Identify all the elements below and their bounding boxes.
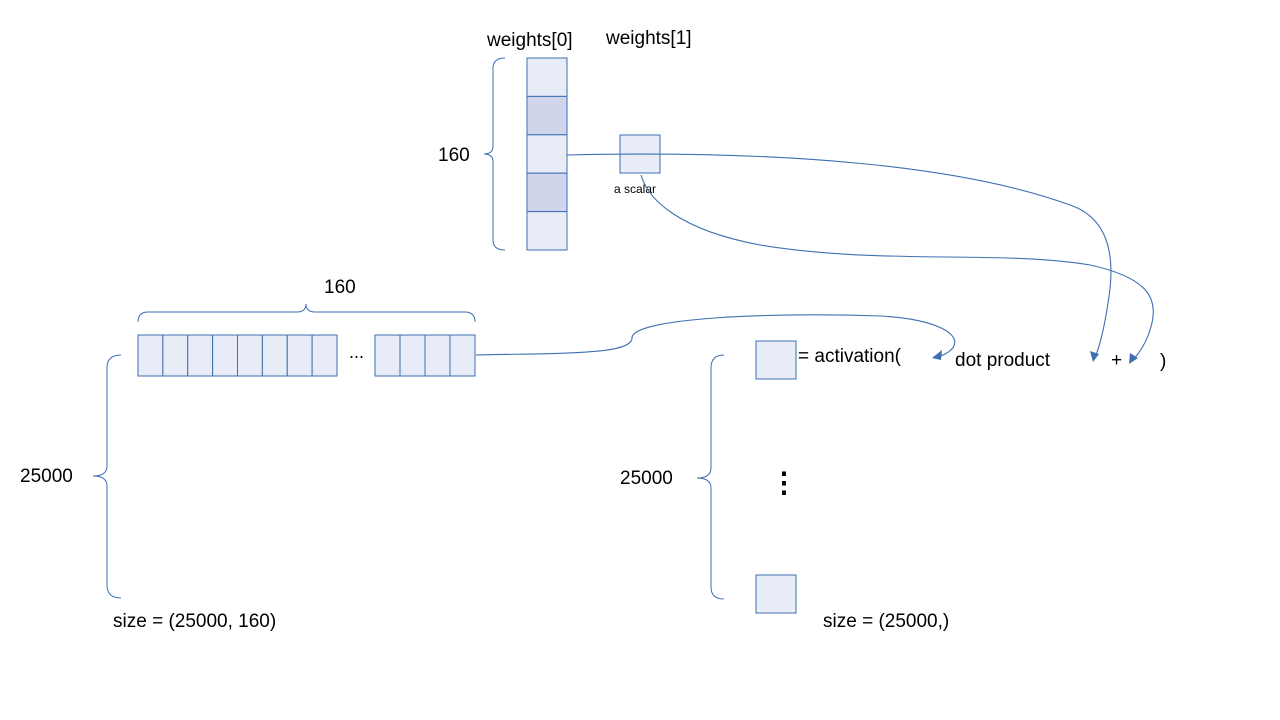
connector-row-to-activation xyxy=(475,314,956,358)
arrowhead-activation xyxy=(932,350,942,360)
output-height-brace xyxy=(696,354,725,600)
input-matrix-cell xyxy=(261,334,288,377)
input-matrix-cell xyxy=(449,334,476,377)
input-matrix-cell xyxy=(187,334,214,377)
output-ellipsis: ⋮ xyxy=(770,467,798,498)
connector-weights-to-dot-product xyxy=(566,153,1112,359)
input-matrix-row-left xyxy=(137,334,338,377)
weights0-label: weights[0] xyxy=(486,30,573,51)
input-matrix-cell xyxy=(424,334,451,377)
input-matrix-cell xyxy=(162,334,189,377)
weights0-cell xyxy=(526,95,568,136)
input-matrix-row-right xyxy=(374,334,476,377)
weights0-dimension-label: 160 xyxy=(438,145,470,166)
output-height-label: 25000 xyxy=(620,468,673,489)
arrowhead-plus xyxy=(1129,353,1138,364)
connector-bias-to-plus xyxy=(640,174,1154,361)
weights0-vector xyxy=(526,57,568,251)
weights0-cell xyxy=(526,57,568,97)
input-matrix-cell xyxy=(374,334,401,377)
input-matrix-cell xyxy=(237,334,263,377)
output-size-label: size = (25000,) xyxy=(823,611,949,632)
activation-text: = activation( xyxy=(798,346,902,367)
input-matrix-cell xyxy=(399,334,426,377)
input-matrix-size-label: size = (25000, 160) xyxy=(113,611,276,632)
input-matrix-height-label: 25000 xyxy=(20,466,73,487)
dot-product-text: dot product xyxy=(955,350,1051,371)
input-matrix-ellipsis: ... xyxy=(349,342,364,362)
weights1-label: weights[1] xyxy=(605,28,692,49)
input-matrix-cell xyxy=(137,334,164,377)
weights0-cell xyxy=(526,172,568,213)
output-cell-top xyxy=(755,340,797,380)
output-cell-bottom xyxy=(755,574,797,614)
input-matrix-width-label: 160 xyxy=(324,277,356,298)
input-matrix-cell xyxy=(311,334,338,377)
arrowhead-dot-product xyxy=(1090,351,1099,362)
close-paren-text: ) xyxy=(1160,351,1166,372)
input-matrix-width-brace xyxy=(137,303,476,323)
input-matrix-cell xyxy=(286,334,313,377)
input-matrix-cell xyxy=(212,334,238,377)
input-matrix-height-brace xyxy=(92,354,122,599)
bias-scalar-caption: a scalar xyxy=(614,182,656,196)
plus-text: + xyxy=(1111,350,1122,371)
weights0-brace xyxy=(483,57,506,251)
weights0-cell xyxy=(526,211,568,251)
weights0-cell xyxy=(526,134,568,174)
